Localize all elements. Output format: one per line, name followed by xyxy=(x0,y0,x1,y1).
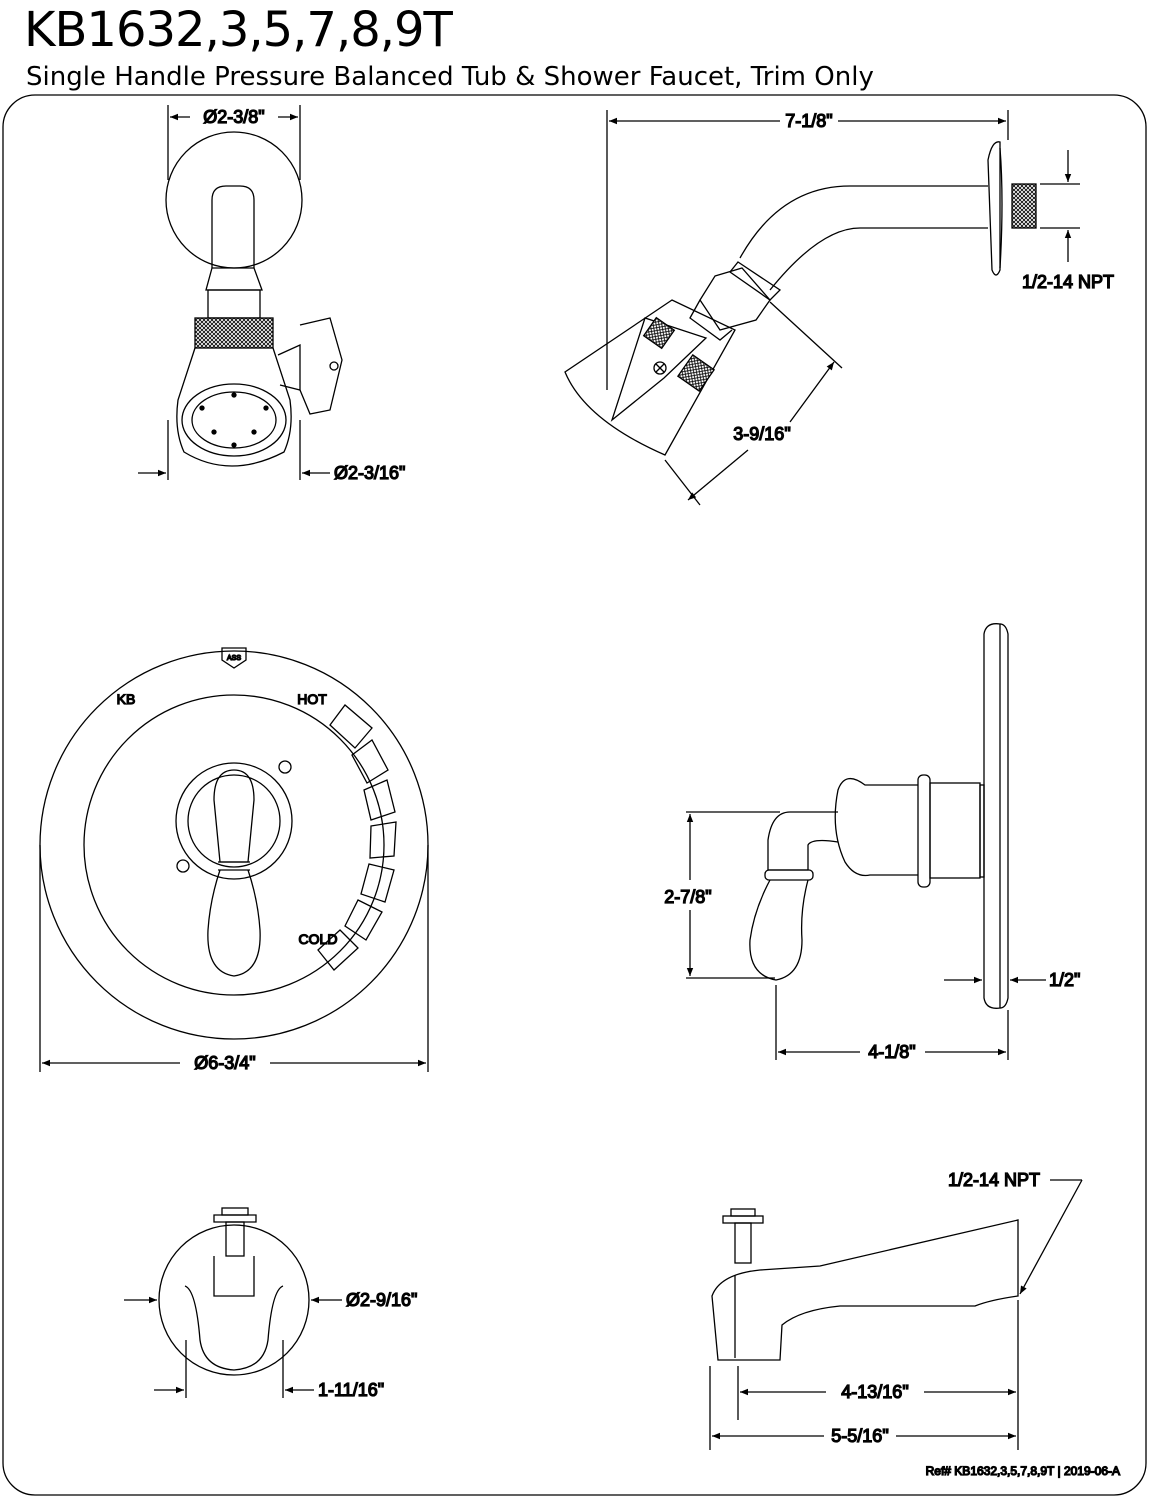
tub-spout-side-view: 1/2-14 NPT 4-13/16" 5-5/16" xyxy=(709,1169,1083,1450)
showerhead-side-view: 7-1/8" 1/2-14 NPT 3-9/16" xyxy=(564,110,1115,506)
showerhead-front-view: Ø2-3/8" Ø2-3/16" xyxy=(138,105,406,484)
spout-width: 1-11/16" xyxy=(318,1380,384,1400)
spout-diameter: Ø2-9/16" xyxy=(346,1290,417,1310)
page-subtitle: Single Handle Pressure Balanced Tub & Sh… xyxy=(26,62,874,92)
spout-inner-length: 4-13/16" xyxy=(841,1382,908,1402)
showerhead-head-diameter: Ø2-3/16" xyxy=(334,463,405,483)
valve-projection: 4-1/8" xyxy=(868,1042,915,1062)
showerhead-thread-size: 1/2-14 NPT xyxy=(1022,272,1114,292)
svg-text:ASS: ASS xyxy=(227,655,241,662)
cold-label: COLD xyxy=(299,931,338,947)
page-title: KB1632,3,5,7,8,9T xyxy=(24,2,453,58)
tub-spout-front-view: Ø2-9/16" 1-11/16" xyxy=(124,1207,418,1401)
valve-handle-height: 2-7/8" xyxy=(664,887,711,907)
spout-total-length: 5-5/16" xyxy=(831,1426,888,1446)
showerhead-flange-diameter: Ø2-3/8" xyxy=(203,107,264,127)
showerhead-head-length: 3-9/16" xyxy=(733,424,790,444)
valve-trim-front-view: ASS KB HOT COLD Ø6-3/4" xyxy=(39,647,429,1074)
drawing-frame xyxy=(2,94,1147,1496)
spout-thread-size: 1/2-14 NPT xyxy=(948,1170,1040,1190)
nsf-certification-mark: ASS xyxy=(221,647,247,669)
temperature-scale-segments xyxy=(317,704,397,971)
hot-label: HOT xyxy=(297,691,327,707)
showerhead-arm-length: 7-1/8" xyxy=(785,111,832,131)
brand-label-kb: KB xyxy=(117,691,136,707)
footer-reference: Ref# KB1632,3,5,7,8,9T | 2019-06-A xyxy=(926,1464,1120,1478)
valve-plate-thickness: 1/2" xyxy=(1049,970,1080,990)
valve-plate-diameter: Ø6-3/4" xyxy=(194,1053,255,1073)
valve-trim-side-view: 2-7/8" 4-1/8" 1/2" xyxy=(664,623,1081,1063)
